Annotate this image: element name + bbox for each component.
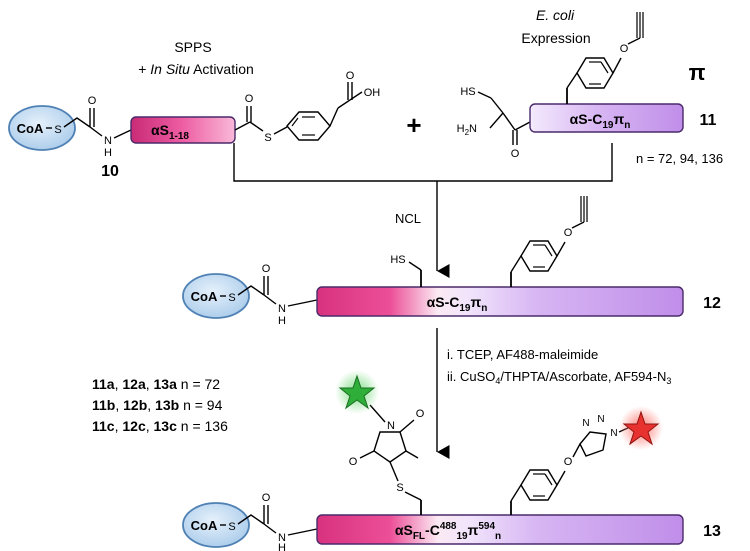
legend-row: 11c, 12c, 13c n = 136 [92, 418, 228, 434]
svg-text:OH: OH [364, 87, 381, 99]
svg-text:αS1-18: αS1-18 [151, 122, 189, 142]
svg-text:N: N [610, 428, 617, 439]
pi-label: π [689, 60, 706, 85]
svg-text:N: N [278, 303, 286, 315]
step-1: i. TCEP, AF488-maleimide [447, 347, 598, 362]
svg-text:N: N [387, 420, 395, 432]
thioether-s: S [54, 124, 61, 136]
svg-text:HS: HS [390, 254, 405, 266]
legend-row: 11b, 12b, 13b n = 94 [92, 397, 223, 413]
svg-text:N: N [278, 532, 286, 544]
svg-text:H: H [104, 147, 112, 159]
compound-13: CoA S O N H αSFL-C48819π594n S N O O [182, 370, 684, 551]
svg-text:O: O [346, 70, 355, 82]
spps-label: SPPS [174, 39, 211, 55]
step-2: ii. CuSO4/THPTA/Ascorbate, AF594-N3 [447, 369, 671, 386]
ncl-label: NCL [395, 211, 421, 226]
svg-text:H: H [278, 315, 286, 327]
compound-12: CoA S O N H αS-C19πn HS O [182, 196, 684, 327]
in-situ-activation-label: + In Situ Activation [138, 61, 254, 77]
svg-text:CoA: CoA [191, 518, 218, 533]
coa-bubble [8, 105, 76, 151]
compound-number-10: 10 [101, 163, 119, 180]
svg-text:O: O [262, 492, 271, 504]
svg-text:S: S [228, 521, 235, 533]
compound-number-11: 11 [700, 112, 717, 129]
svg-text:O: O [349, 456, 358, 468]
svg-text:O: O [511, 148, 520, 160]
plus-sign: + [406, 110, 421, 140]
svg-text:O: O [620, 43, 629, 55]
compound-number-12: 12 [703, 295, 721, 312]
svg-text:O: O [564, 227, 573, 239]
svg-text:O: O [564, 456, 573, 468]
expression-label: Expression [521, 30, 590, 46]
ecoli-label: E. coli [536, 7, 575, 23]
af594-star-icon [622, 410, 660, 446]
svg-text:O: O [262, 263, 271, 275]
carbonyl-o: O [88, 95, 97, 107]
svg-text:CoA: CoA [191, 289, 218, 304]
peptide-asfl-labelled [316, 514, 684, 545]
svg-text:N: N [582, 418, 589, 429]
svg-text:S: S [264, 132, 271, 144]
peptide-as-c19-pi-n [529, 103, 684, 133]
coa-bubble [182, 502, 250, 548]
variant-legend: 11a, 12a, 13a n = 72 11b, 12b, 13b n = 9… [92, 376, 228, 434]
svg-text:N: N [597, 414, 604, 425]
peptide-as-c19-pi-n-ligated [316, 286, 684, 317]
coa-bubble [182, 273, 250, 319]
svg-text:H2N: H2N [457, 123, 477, 137]
amide-n: N [104, 135, 112, 147]
svg-text:O: O [416, 408, 425, 420]
af488-star-icon [338, 374, 376, 410]
convergence-line [233, 143, 613, 182]
compound-number-13: 13 [703, 523, 721, 540]
compound-10: CoA S O N H αS1-18 O S O OH [8, 70, 381, 159]
svg-text:H: H [278, 542, 286, 551]
svg-text:S: S [228, 292, 235, 304]
svg-text:HS: HS [460, 86, 475, 98]
coa-label: CoA [17, 121, 44, 136]
legend-row: 11a, 12a, 13a n = 72 [92, 376, 220, 392]
compound-11: HS H2N O αS-C19πn O π [457, 12, 706, 160]
svg-text:αSFL-C48819π594n: αSFL-C48819π594n [395, 521, 501, 542]
svg-text:O: O [245, 93, 254, 105]
svg-text:αS-C19πn: αS-C19πn [570, 111, 631, 131]
svg-text:S: S [396, 482, 403, 494]
n-values: n = 72, 94, 136 [636, 151, 723, 166]
svg-text:αS-C19πn: αS-C19πn [427, 294, 488, 314]
